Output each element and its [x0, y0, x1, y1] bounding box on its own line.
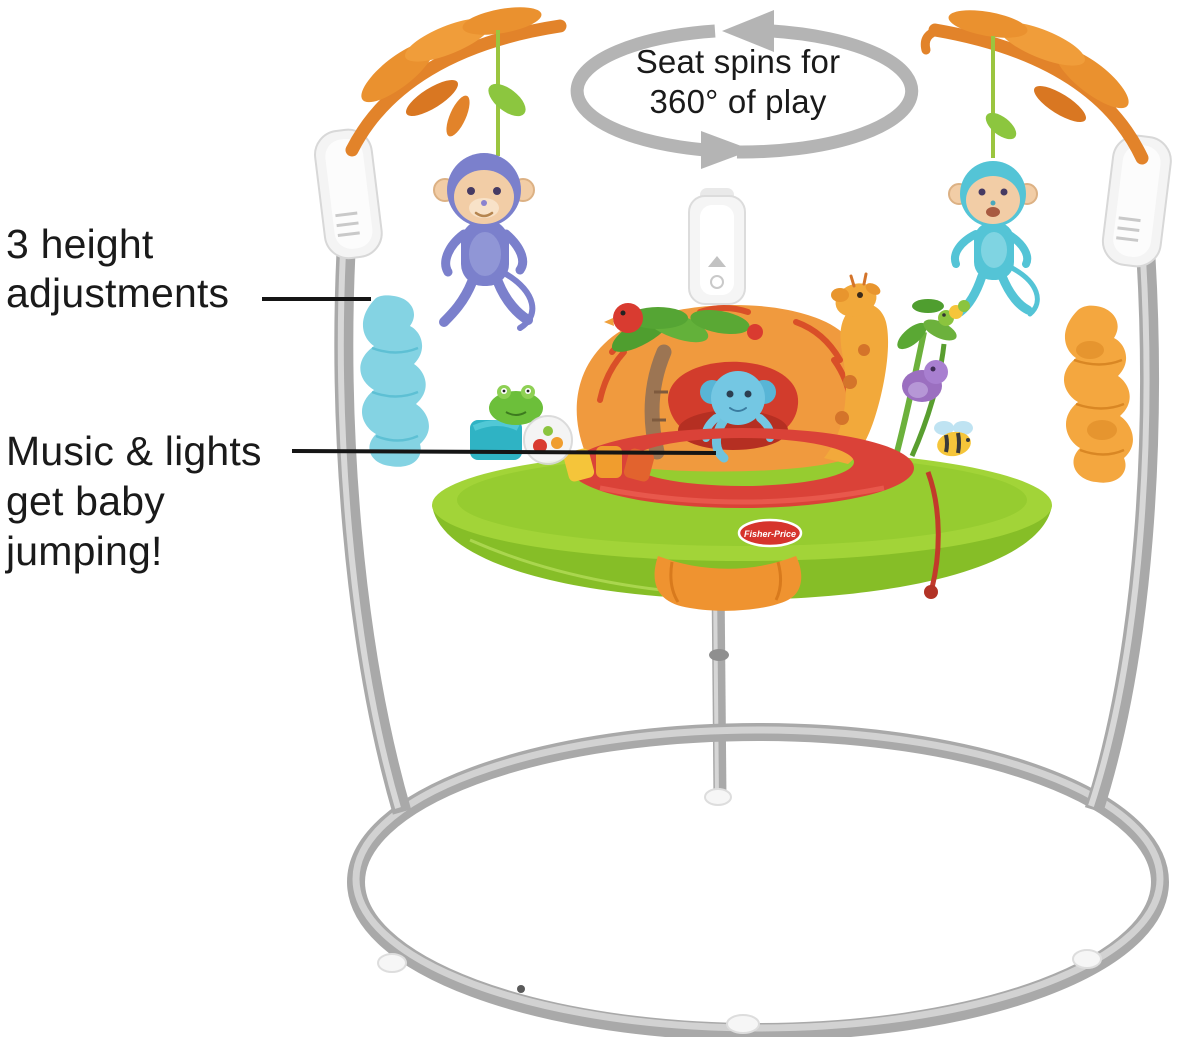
- base-foot: [377, 953, 407, 973]
- leaf: [488, 83, 526, 117]
- elephant-toy: [700, 371, 776, 463]
- pole-base-joint: [704, 788, 732, 806]
- base-ring: [347, 723, 1169, 1037]
- arrowhead-right: [701, 131, 752, 169]
- annotation-height-adjustments: 3 height adjustments: [6, 221, 230, 316]
- caterpillar-toy: [938, 300, 970, 326]
- base-foot: [726, 1014, 760, 1034]
- base-foot: [1072, 949, 1102, 969]
- toy-bar-left: [345, 7, 567, 157]
- height-adjuster-left: [314, 128, 383, 260]
- under-seat-fabric: [654, 556, 802, 611]
- base-screw: [517, 985, 525, 993]
- palm-tree-toy: [604, 303, 763, 460]
- annotation-music-lights: Music & lights get baby jumping!: [6, 428, 262, 574]
- fabric-sleeve-left: [360, 295, 429, 467]
- annotation-lines: [262, 297, 717, 455]
- seat-assembly: Fisher-Price: [432, 188, 1052, 611]
- red-cord: [924, 471, 941, 599]
- rotation-arrow-icon: [570, 10, 919, 169]
- brand-logo-text: Fisher-Price: [744, 529, 796, 539]
- pointer-line-music: [291, 449, 717, 455]
- giraffe-toy: [824, 272, 889, 464]
- vine-toys: [893, 299, 973, 458]
- monkey-toy-right: [948, 36, 1040, 317]
- fabric-sleeve-right: [1063, 305, 1133, 483]
- bee-toy: [934, 421, 973, 457]
- monkey-toy-left: [433, 30, 536, 331]
- annotation-seat-spin: Seat spins for 360° of play: [635, 43, 841, 120]
- spring-housing: [688, 188, 746, 305]
- bird-toy: [604, 303, 643, 333]
- purple-hippo-toy: [902, 360, 948, 402]
- toy-bar-right: [920, 10, 1149, 165]
- brand-logo: Fisher-Price: [737, 518, 803, 548]
- height-adjuster-right: [1101, 134, 1172, 268]
- frog-toy: [489, 385, 543, 425]
- frame-legs: [334, 251, 1159, 815]
- arrowhead-left: [722, 10, 774, 52]
- spinner-ball-toy: [523, 415, 573, 465]
- toy-tray-red: [570, 428, 914, 508]
- leaf: [985, 112, 1017, 140]
